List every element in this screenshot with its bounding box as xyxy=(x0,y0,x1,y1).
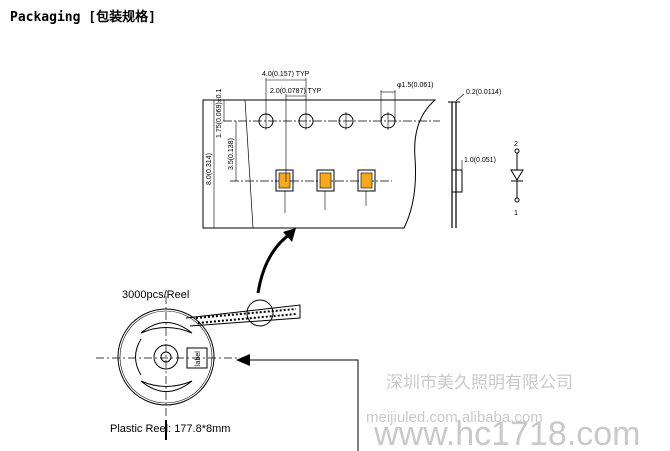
dimension-lines xyxy=(213,78,396,228)
carrier-tape-top-view: 4.0(0.157) TYP 2.0(0.0787) TYP φ1.5(0.06… xyxy=(202,71,440,229)
led-pocket xyxy=(316,169,335,192)
carrier-tape-side-view: 0.2(0.0114) 1.0(0.051) xyxy=(448,89,501,228)
dim-edge-to-hole: 1.75(0.069)±0.1 xyxy=(216,89,223,138)
reel-drawing: label xyxy=(96,296,301,440)
dim-tape-width: 8.0(0.314) xyxy=(206,153,213,185)
unreeled-tape xyxy=(185,304,301,327)
dim-pitch: 4.0(0.157) TYP xyxy=(262,71,310,78)
tape-break-line xyxy=(244,99,254,229)
dim-side-thickness: 0.2(0.0114) xyxy=(466,89,501,96)
led-component xyxy=(278,172,291,189)
watermark-company: 深圳市美久照明有限公司 xyxy=(386,373,573,392)
diode-symbol-icon xyxy=(510,169,524,181)
curved-arrow-icon xyxy=(256,230,294,294)
polarity-diagram: 2 1 xyxy=(510,141,524,217)
dim-side-depth: 1.0(0.051) xyxy=(464,157,496,164)
cathode-label: 1 xyxy=(514,210,518,217)
page-title: Packaging [包装规格] xyxy=(10,10,156,25)
leader-arrowhead-icon xyxy=(236,354,250,366)
reel-window xyxy=(140,380,193,392)
anode-label: 2 xyxy=(514,141,518,148)
anode-terminal xyxy=(514,148,520,154)
led-pocket xyxy=(275,169,294,192)
dim-hole-to-center: 3.5(0.138) xyxy=(228,138,235,170)
leader-line xyxy=(248,359,359,451)
tape-outline xyxy=(202,99,437,229)
reel-window xyxy=(135,338,142,376)
led-pockets xyxy=(275,169,376,213)
led-component xyxy=(319,172,332,189)
dim-hole-diameter: φ1.5(0.061) xyxy=(397,82,433,89)
sprocket-holes xyxy=(258,112,396,130)
reel-quantity-label: 3000pcs/Reel xyxy=(122,289,189,301)
watermark-site: www.hc1718.com xyxy=(373,415,640,451)
magnifier-circle xyxy=(246,299,274,327)
reel-window xyxy=(140,322,193,334)
dim-half-pitch: 2.0(0.0787) TYP xyxy=(270,88,322,95)
side-view-pocket xyxy=(451,169,463,193)
watermark-url: meijiuled.com.alibaba.com xyxy=(366,409,543,426)
led-component xyxy=(360,172,373,189)
reel-material-label: Plastic Reel: 177.8*8mm xyxy=(110,423,230,435)
cathode-terminal xyxy=(514,197,520,203)
reel-label-text: label xyxy=(195,351,202,366)
led-pocket xyxy=(357,169,376,192)
